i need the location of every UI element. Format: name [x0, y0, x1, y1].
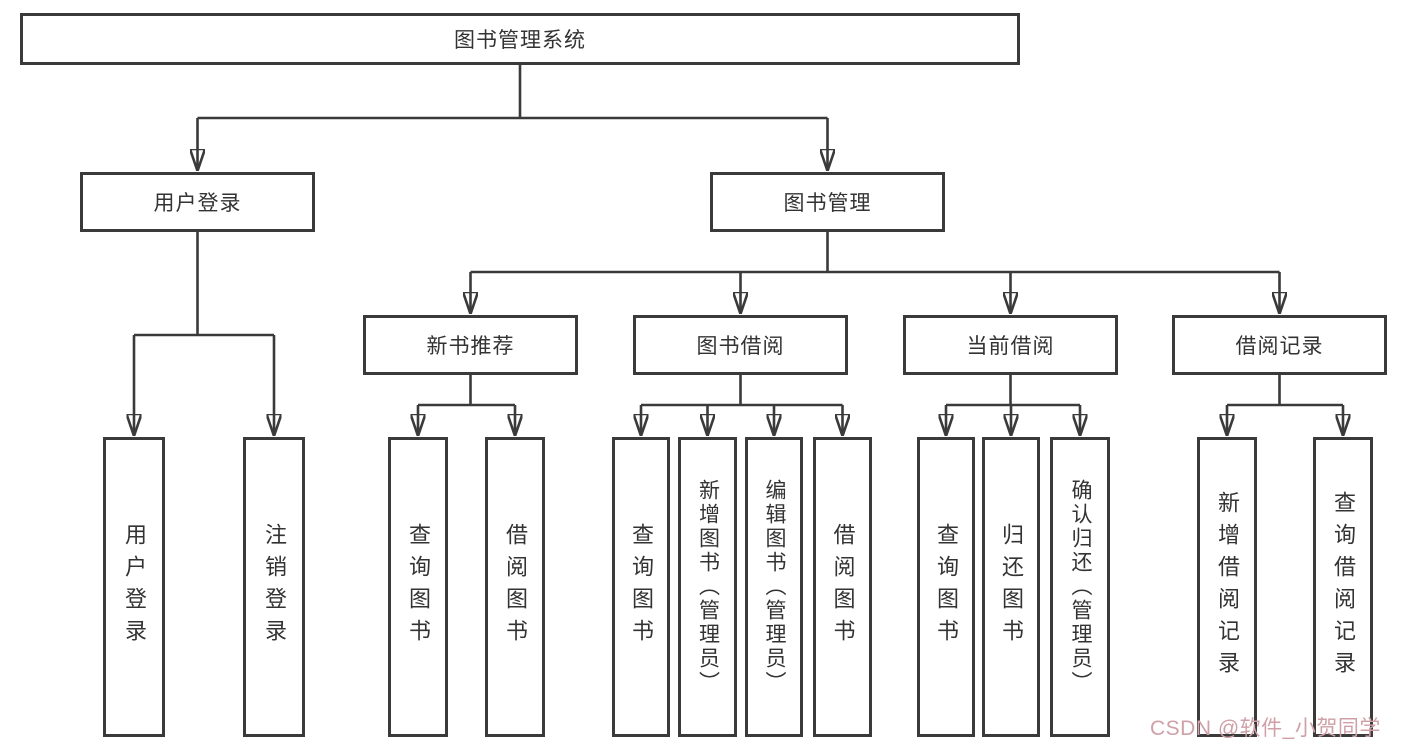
node-label: 用户登录 [153, 192, 242, 215]
node-book-management: 图书管理 [710, 172, 945, 232]
node-label: 借阅图书 [503, 523, 528, 651]
node-label: 当前借阅 [966, 335, 1055, 358]
node-label: 新增借阅记录 [1215, 491, 1240, 683]
node-label: 确认归还（管理员） [1069, 479, 1092, 695]
node-label: 用户登录 [122, 523, 147, 651]
node-borrow-records: 借阅记录 [1172, 315, 1387, 375]
node-current-borrow: 当前借阅 [903, 315, 1118, 375]
leaf-add-books-admin: 新增图书（管理员） [678, 437, 737, 737]
leaf-confirm-return-admin: 确认归还（管理员） [1050, 437, 1110, 737]
node-label: 查询图书 [934, 523, 959, 651]
node-root-library-system: 图书管理系统 [20, 13, 1020, 65]
node-label: 借阅记录 [1235, 335, 1324, 358]
node-user-login: 用户登录 [80, 172, 315, 232]
leaf-borrow-books: 借阅图书 [813, 437, 872, 737]
node-label: 查询图书 [629, 523, 654, 651]
node-label: 查询借阅记录 [1331, 491, 1356, 683]
leaf-borrow-books-recommend: 借阅图书 [485, 437, 545, 737]
node-label: 新增图书（管理员） [696, 479, 720, 695]
node-label: 归还图书 [999, 523, 1024, 651]
csdn-watermark: CSDN @软件_小贺同学 [1150, 717, 1381, 740]
leaf-user-login: 用户登录 [103, 437, 165, 737]
node-label: 查询图书 [406, 523, 431, 651]
leaf-edit-books-admin: 编辑图书（管理员） [745, 437, 803, 737]
leaf-query-books-borrow: 查询图书 [612, 437, 670, 737]
node-label: 图书管理 [783, 192, 872, 215]
leaf-query-books-recommend: 查询图书 [388, 437, 448, 737]
node-label: 编辑图书（管理员） [763, 479, 786, 695]
node-label: 新书推荐 [426, 335, 515, 358]
node-new-book-recommend: 新书推荐 [363, 315, 578, 375]
node-label: 注销登录 [262, 523, 287, 651]
node-book-borrow: 图书借阅 [633, 315, 848, 375]
leaf-logout: 注销登录 [243, 437, 305, 737]
node-label: 借阅图书 [830, 523, 856, 651]
leaf-query-books-current: 查询图书 [917, 437, 975, 737]
leaf-query-borrow-record: 查询借阅记录 [1313, 437, 1373, 737]
node-label: 图书管理系统 [454, 29, 586, 52]
leaf-return-books: 归还图书 [982, 437, 1040, 737]
leaf-add-borrow-record: 新增借阅记录 [1197, 437, 1257, 737]
node-label: 图书借阅 [696, 335, 785, 358]
